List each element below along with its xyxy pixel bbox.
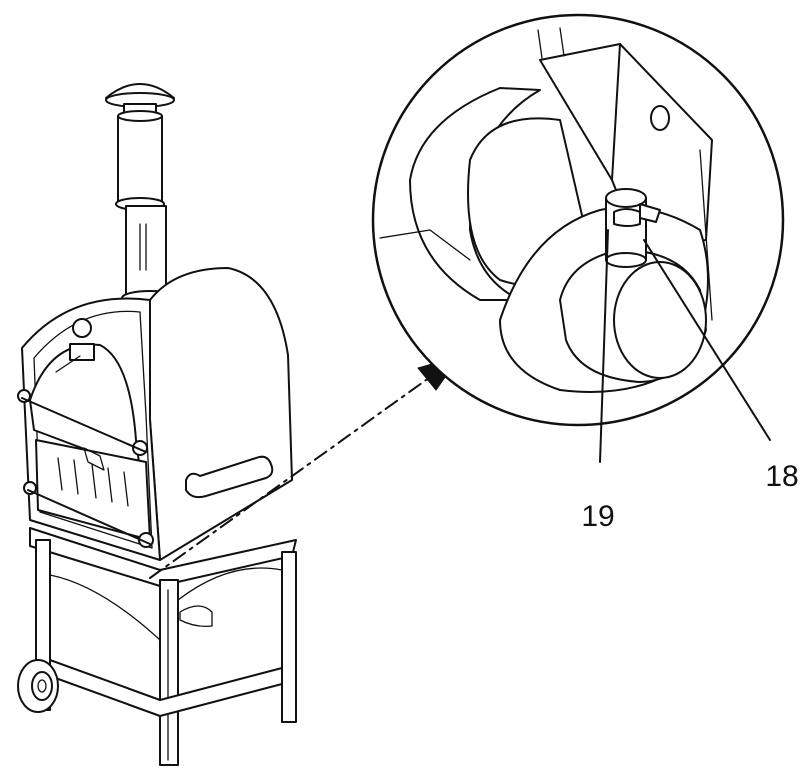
oven-body — [17, 267, 293, 561]
side-handle — [185, 455, 274, 499]
callout-18: 18 — [765, 460, 798, 493]
chimney-pipe — [115, 110, 179, 306]
thermometer-icon — [72, 318, 92, 338]
oven-stand — [17, 527, 297, 766]
pizza-oven — [17, 83, 297, 766]
leader-line-18 — [643, 239, 771, 441]
callout-19: 19 — [581, 500, 614, 533]
wheel — [17, 659, 59, 713]
bolt-hole — [650, 105, 670, 131]
pivot-pin — [605, 188, 661, 268]
chimney-cap — [105, 83, 175, 119]
cotter-clip — [639, 203, 661, 223]
leader-line-19 — [599, 229, 609, 463]
detail-magnifier — [371, 13, 785, 463]
